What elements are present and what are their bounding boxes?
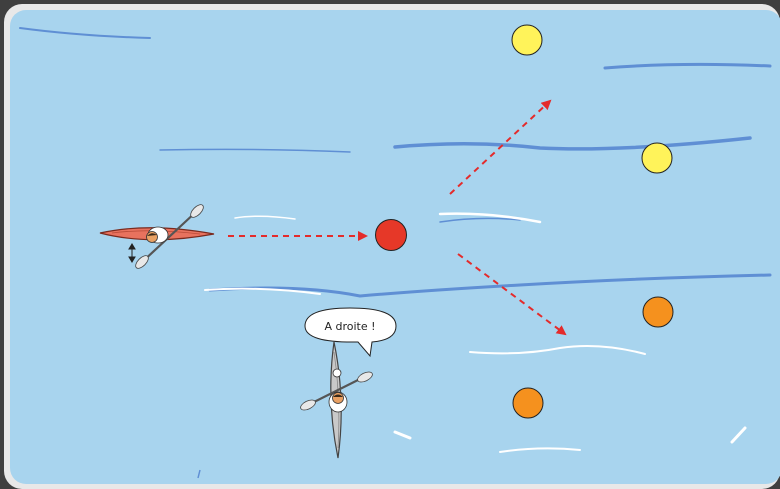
grey-kayak-paddler: [329, 392, 347, 412]
buoy-yellow-top: [512, 25, 542, 55]
buoy-orange-right: [643, 297, 673, 327]
buoy-yellow-middle: [642, 143, 672, 173]
speech-bubble-text: A droite !: [324, 320, 375, 333]
buoy-red: [376, 220, 407, 251]
buoy-orange-bottom: [513, 388, 543, 418]
